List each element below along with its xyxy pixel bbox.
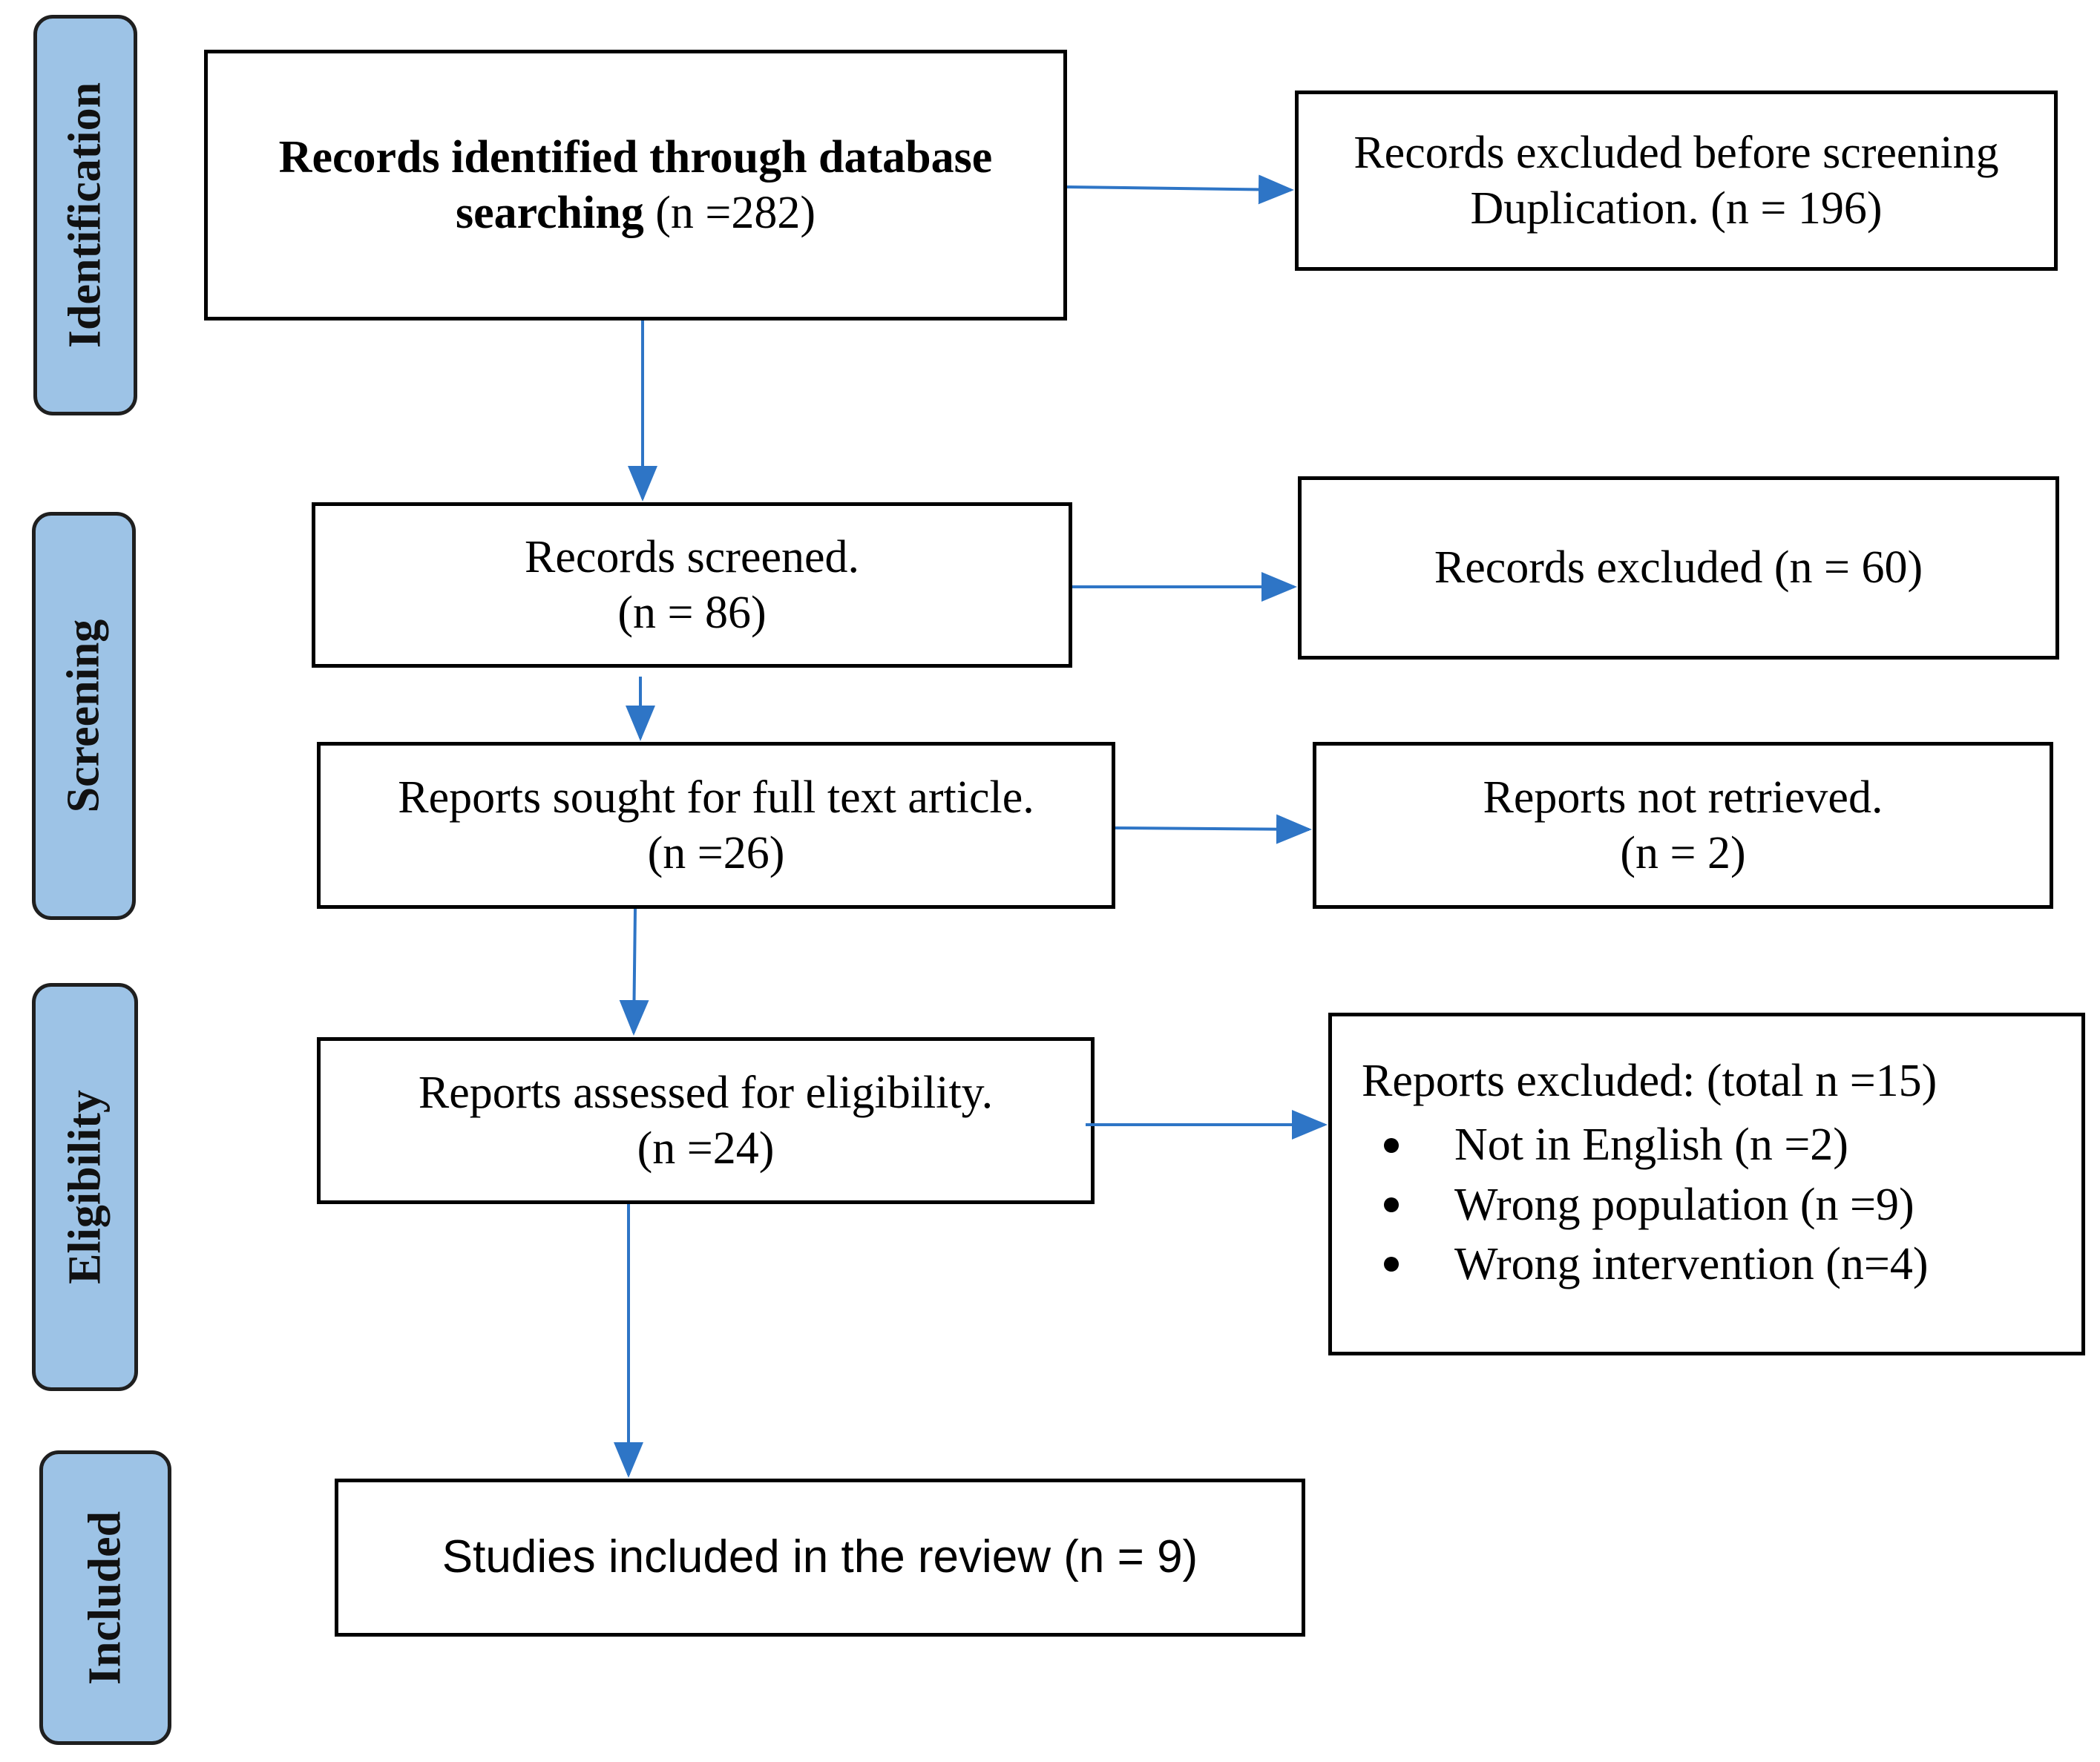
records-identified-count: (n =282): [643, 187, 816, 238]
phase-eligibility: Eligibility: [32, 983, 138, 1391]
exclusion-reason-item: Not in English (n =2): [1362, 1117, 1929, 1172]
excluded-before-screening-line1: Records excluded before screening: [1353, 128, 1999, 179]
arrow-sought-to-not-retrieved: [1115, 814, 1312, 844]
studies-included-line1: Studies included in the review (n = 9): [442, 1531, 1198, 1583]
exclusion-reason-text: Wrong intervention (n=4): [1454, 1239, 1929, 1290]
excluded-before-screening-box: Records excluded before screening Duplic…: [1295, 91, 2058, 271]
records-identified-box: Records identified through database sear…: [204, 50, 1067, 320]
reports-not-retrieved-box: Reports not retrieved. (n = 2): [1313, 742, 2053, 909]
reports-not-retrieved-line1: Reports not retrieved.: [1483, 772, 1883, 824]
reports-sought-box: Reports sought for full text article. (n…: [317, 742, 1115, 909]
records-identified-searching: searching: [455, 187, 644, 238]
reports-sought-line1: Reports sought for full text article.: [398, 772, 1034, 824]
arrow-identified-to-excluded: [1066, 174, 1294, 205]
exclusion-reason-list: Not in English (n =2) Wrong population (…: [1362, 1117, 1929, 1296]
reports-excluded-header: Reports excluded: (total n =15): [1362, 1056, 1937, 1106]
arrow-sought-to-assessed: [619, 908, 649, 1036]
records-identified-line2: searching (n =282): [456, 185, 816, 240]
bullet-icon: [1384, 1257, 1399, 1272]
reports-not-retrieved-line2: (n = 2): [1620, 827, 1746, 878]
bullet-icon: [1384, 1137, 1399, 1153]
records-screened-line2: (n = 86): [617, 587, 767, 638]
reports-sought-line2: (n =26): [647, 827, 785, 878]
records-excluded-line1: Records excluded (n = 60): [1434, 542, 1923, 594]
records-excluded-box: Records excluded (n = 60): [1298, 476, 2059, 660]
exclusion-reason-item: Wrong population (n =9): [1362, 1177, 1929, 1232]
reports-assessed-line2: (n =24): [637, 1122, 775, 1174]
exclusion-reason-item: Wrong intervention (n=4): [1362, 1237, 1929, 1292]
reports-assessed-box: Reports assessed for eligibility. (n =24…: [317, 1037, 1095, 1204]
studies-included-box: Studies included in the review (n = 9): [335, 1479, 1305, 1637]
records-identified-line1: Records identified through database: [278, 132, 993, 183]
bullet-icon: [1384, 1197, 1399, 1212]
reports-assessed-line1: Reports assessed for eligibility.: [418, 1068, 994, 1119]
phase-identification: Identification: [33, 15, 137, 415]
exclusion-reason-text: Not in English (n =2): [1454, 1120, 1848, 1171]
records-screened-line1: Records screened.: [524, 532, 859, 583]
reports-excluded-box: Reports excluded: (total n =15) Not in E…: [1328, 1013, 2085, 1355]
excluded-before-screening-line2: Duplication. (n = 196): [1470, 183, 1883, 234]
records-screened-box: Records screened. (n = 86): [312, 502, 1072, 668]
phase-included: Included: [39, 1450, 171, 1745]
exclusion-reason-text: Wrong population (n =9): [1454, 1179, 1914, 1230]
phase-screening: Screening: [32, 512, 136, 920]
